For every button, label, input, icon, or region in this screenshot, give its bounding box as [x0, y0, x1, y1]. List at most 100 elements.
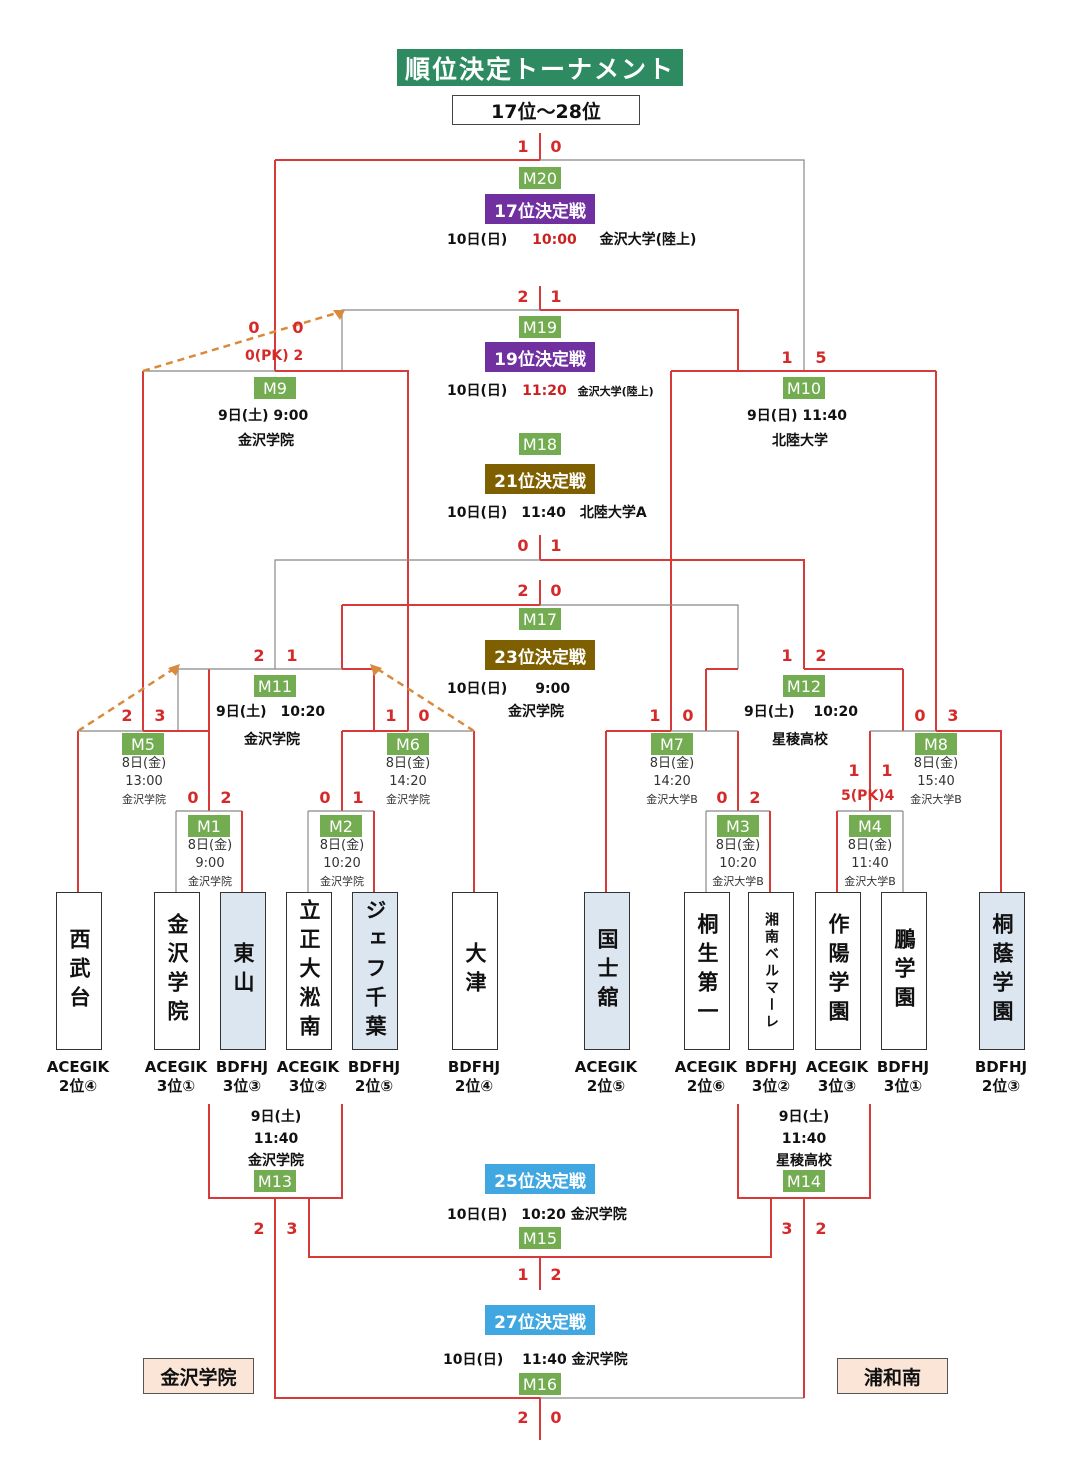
m12-venue: 星稜高校 — [772, 732, 828, 748]
m8-date: 8日(金) — [913, 756, 959, 771]
match-label-m8: M8 — [915, 733, 957, 755]
final-banner-21: 21位決定戦 — [485, 464, 595, 494]
team-name: 東山 — [231, 942, 255, 1000]
team-name: 作陽学園 — [826, 913, 850, 1029]
team-group: BDFHJ — [447, 1058, 501, 1076]
score-m6-left: 1 — [385, 706, 397, 725]
score-m11-right: 1 — [286, 646, 298, 665]
team-group: ACEGIK — [574, 1058, 638, 1076]
score-m12-left: 1 — [781, 646, 793, 665]
m5-date: 8日(金) — [121, 756, 167, 771]
match-label-m20: M20 — [519, 167, 561, 189]
m1-time: 9:00 — [195, 856, 225, 871]
team-box-3: 東山 — [220, 892, 266, 1050]
team-box-7: 国士舘 — [584, 892, 630, 1050]
m5-schedule: 8日(金) 13:00 金沢学院 — [104, 755, 184, 809]
score-m1-left: 0 — [187, 788, 199, 807]
score-m7-left: 1 — [649, 706, 661, 725]
team-group: BDFHJ — [215, 1058, 269, 1076]
m4-schedule: 8日(金) 11:40 金沢大学B — [830, 837, 910, 891]
score-m16-left: 2 — [517, 1408, 529, 1427]
m3-time: 10:20 — [719, 856, 757, 871]
team-name: 桐蔭学園 — [990, 913, 1014, 1029]
m13-date: 9日(土) — [250, 1109, 302, 1125]
m1-date: 8日(金) — [187, 838, 233, 853]
team-name: 国士舘 — [595, 927, 619, 1015]
final-banner-25: 25位決定戦 — [485, 1164, 595, 1194]
score-m9-left: 0 — [248, 318, 260, 337]
m4-date: 8日(金) — [847, 838, 893, 853]
match-label-m10: M10 — [783, 377, 825, 399]
score-m20-left: 1 — [517, 137, 529, 156]
match-label-m17: M17 — [519, 608, 561, 630]
m2-schedule: 8日(金) 10:20 金沢学院 — [302, 837, 382, 891]
score-m18-right: 1 — [550, 536, 562, 555]
final-19-venue: 金沢大学(陸上) — [577, 385, 654, 398]
title-banner: 順位決定トーナメント — [397, 49, 683, 86]
team-rank: 2位⑥ — [686, 1077, 726, 1095]
m13-venue: 金沢学院 — [248, 1153, 304, 1169]
match-label-m13: M13 — [254, 1170, 296, 1192]
team-rank: 3位② — [288, 1077, 328, 1095]
score-m4-right: 1 — [881, 761, 893, 780]
m6-time: 14:20 — [389, 774, 427, 789]
m7-venue: 金沢大学B — [646, 793, 698, 806]
team-group: ACEGIK — [46, 1058, 110, 1076]
score-m3-right: 2 — [749, 788, 761, 807]
team-rank: 2位⑤ — [354, 1077, 394, 1095]
m10-venue: 北陸大学 — [772, 433, 828, 449]
team-rank: 3位② — [751, 1077, 791, 1095]
team-rank: 2位③ — [981, 1077, 1021, 1095]
final-banner-23: 23位決定戦 — [485, 640, 595, 670]
team-name: 桐生第一 — [695, 913, 719, 1029]
final-banner-19: 19位決定戦 — [485, 342, 595, 372]
team-name: 立正大淞南 — [297, 898, 321, 1044]
team-box-1: 西武台 — [56, 892, 102, 1050]
final-banner-17: 17位決定戦 — [485, 194, 595, 224]
score-m4-pk: 5(PK)4 — [841, 788, 895, 804]
m1-venue: 金沢学院 — [188, 875, 232, 888]
team-group: ACEGIK — [805, 1058, 869, 1076]
m11-datetime: 9日(土) 10:20 — [216, 704, 326, 720]
team-rank: 3位① — [883, 1077, 923, 1095]
score-m5-left: 2 — [121, 706, 133, 725]
team-box-6: 大津 — [452, 892, 498, 1050]
m2-time: 10:20 — [323, 856, 361, 871]
match-label-m2: M2 — [320, 815, 362, 837]
team-group: ACEGIK — [674, 1058, 738, 1076]
team-rank: 3位③ — [817, 1077, 857, 1095]
score-m14-right: 2 — [815, 1219, 827, 1238]
final-17-date: 10日(日) — [447, 232, 508, 248]
team-group: BDFHJ — [347, 1058, 401, 1076]
team-group: BDFHJ — [744, 1058, 798, 1076]
final-17-venue: 金沢大学(陸上) — [599, 232, 697, 248]
score-m8-left: 0 — [914, 706, 926, 725]
match-label-m6: M6 — [387, 733, 429, 755]
final-19-info: 10日(日) 11:20 金沢大学(陸上) — [447, 380, 654, 400]
m13-schedule: 9日(土) 11:40 金沢学院 — [241, 1106, 311, 1172]
team-group: ACEGIK — [276, 1058, 340, 1076]
score-m6-right: 0 — [418, 706, 430, 725]
winner-left: 金沢学院 — [143, 1358, 254, 1394]
team-box-4: 立正大淞南 — [286, 892, 332, 1050]
final-17-time: 10:00 — [532, 232, 577, 248]
team-box-8: 桐生第一 — [684, 892, 730, 1050]
score-m20-right: 0 — [550, 137, 562, 156]
score-m18-left: 0 — [517, 536, 529, 555]
score-m9-right: 0 — [292, 318, 304, 337]
team-name: 金沢学院 — [165, 913, 189, 1029]
team-rank: 2位④ — [58, 1077, 98, 1095]
score-m15-right: 2 — [550, 1265, 562, 1284]
match-label-m5: M5 — [122, 733, 164, 755]
final-21-info: 10日(日) 11:40 北陸大学A — [447, 505, 647, 521]
m4-venue: 金沢大学B — [844, 875, 896, 888]
match-label-m18: M18 — [519, 433, 561, 455]
final-27-info: 10日(日) 11:40 金沢学院 — [443, 1352, 628, 1368]
